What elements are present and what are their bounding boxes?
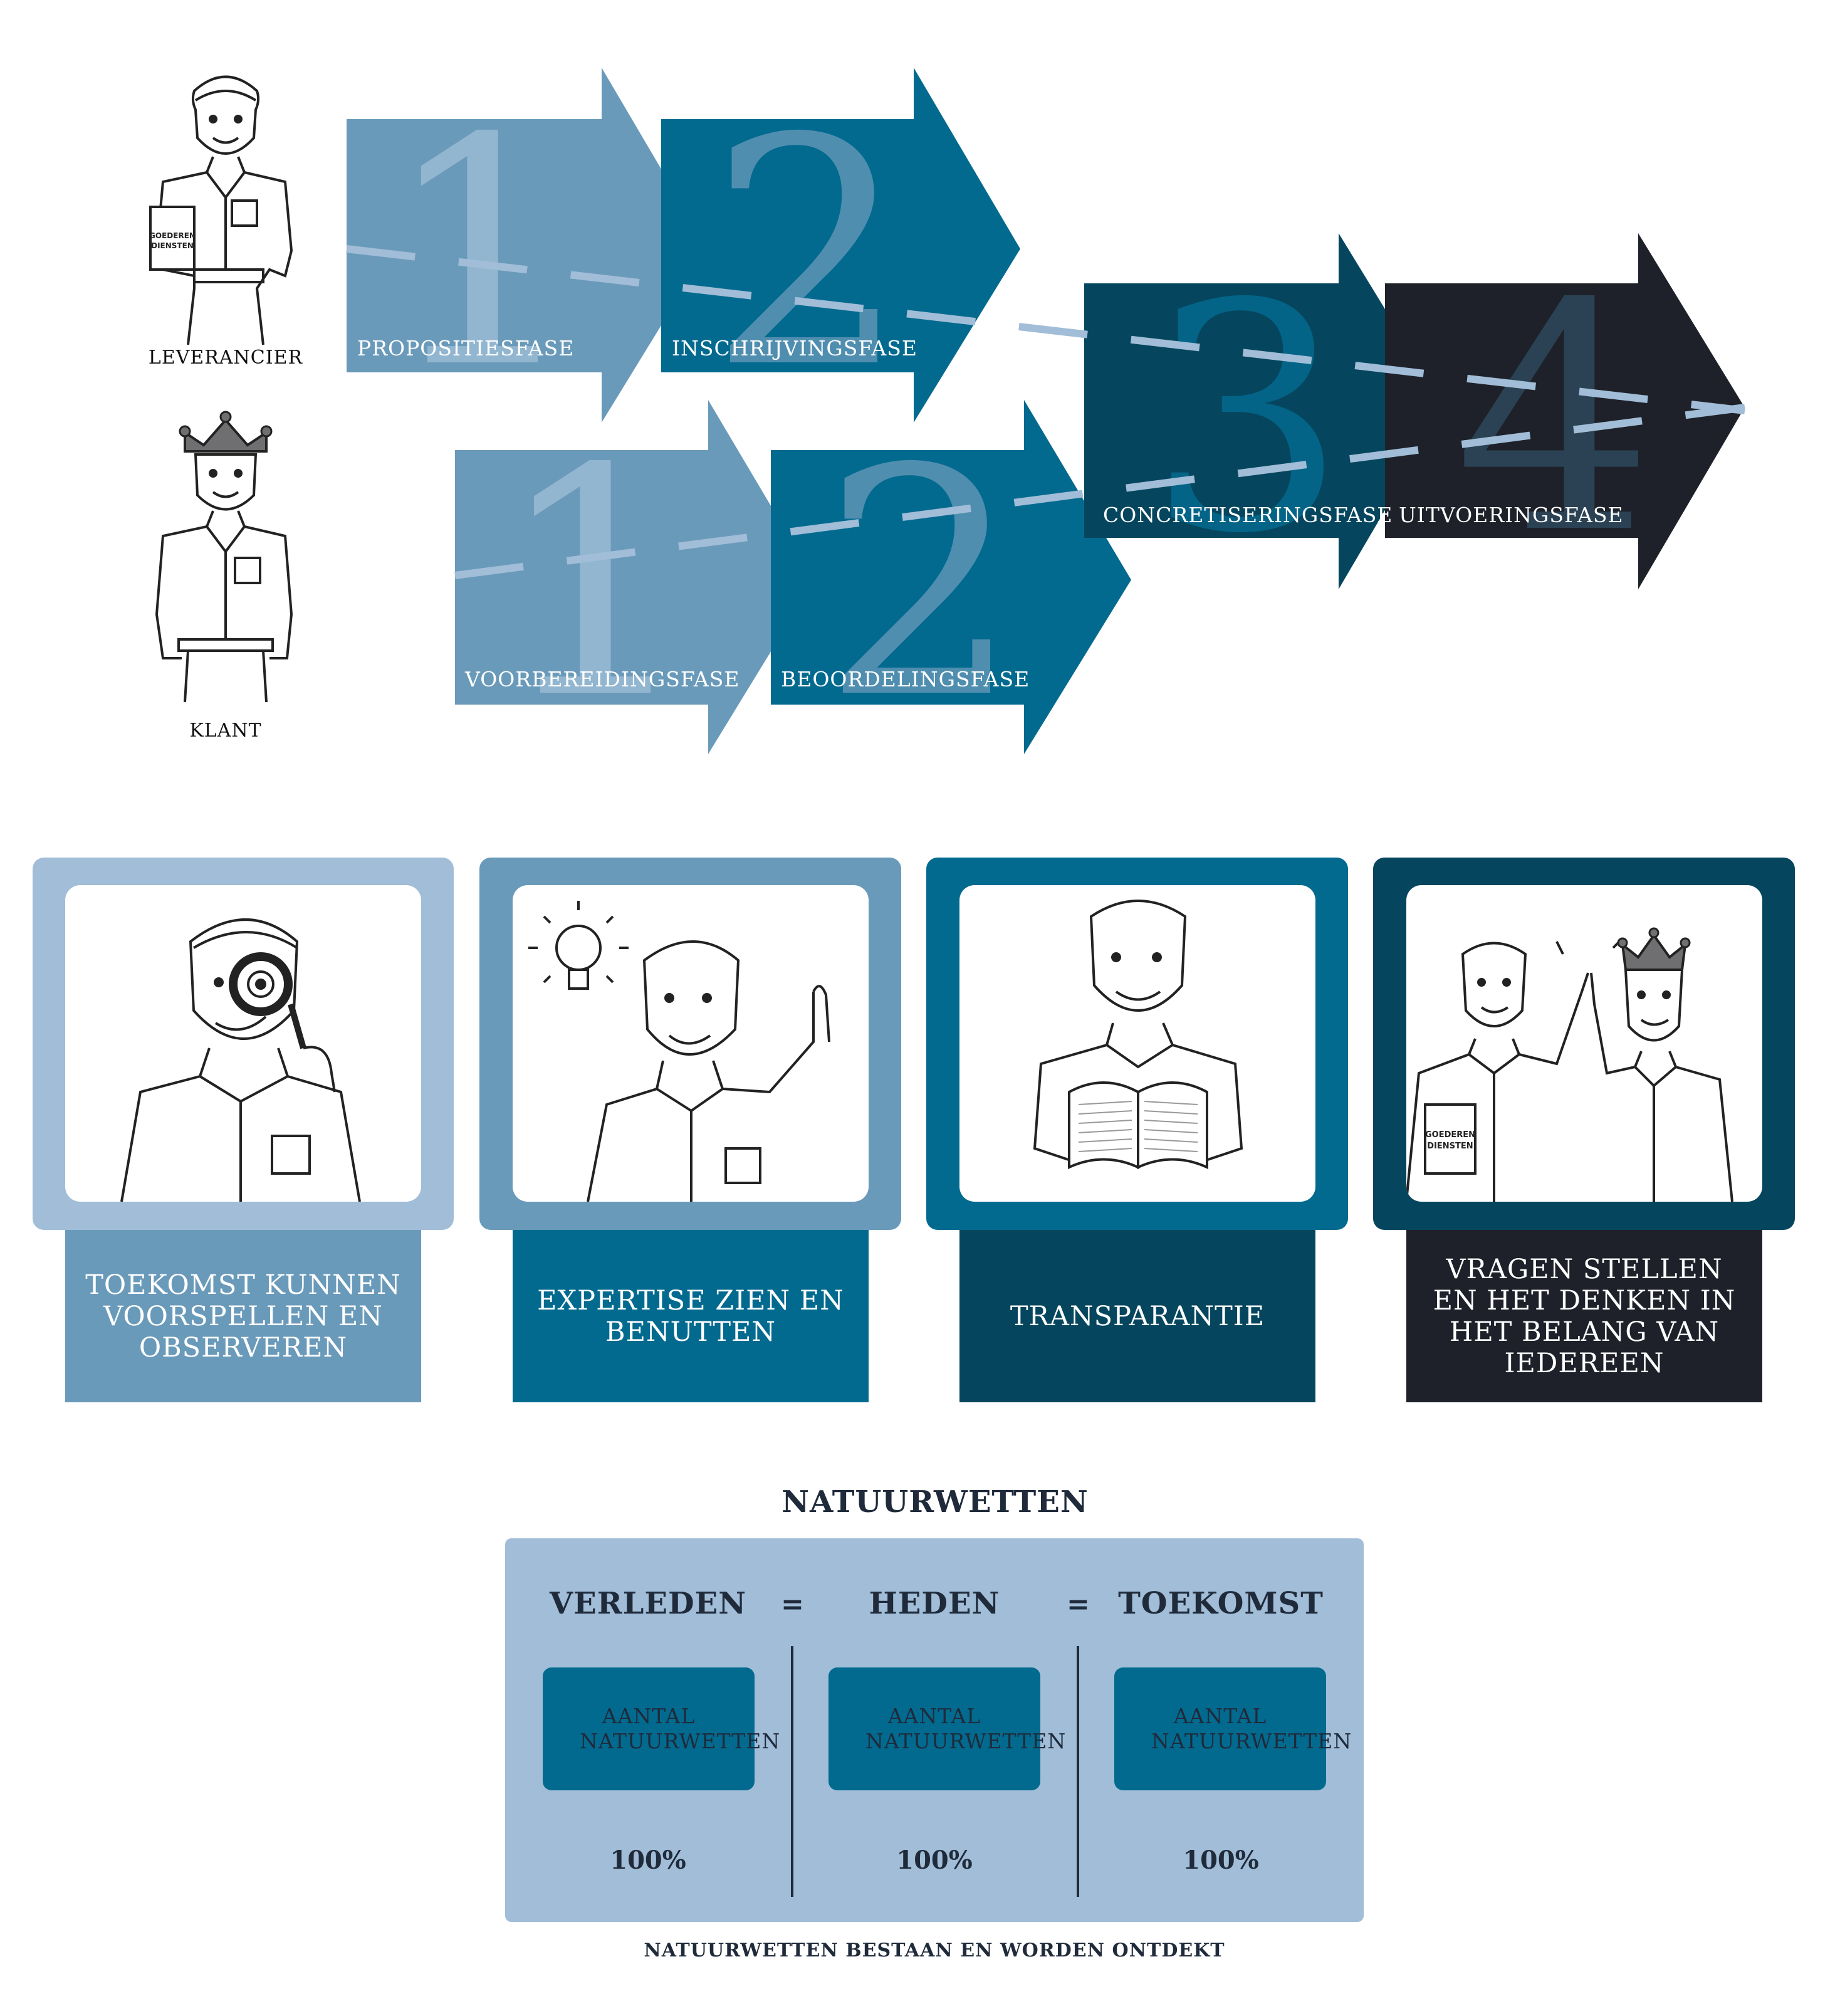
column-heading-heden: HEDEN — [869, 1586, 1000, 1621]
phase-arrow-uitvoeringsfase: 4 — [1385, 233, 1745, 602]
high-five-icon: GOEDEREN DIENSTEN — [1406, 927, 1733, 1202]
book-icon — [1068, 1081, 1208, 1170]
svg-text:DIENSTEN: DIENSTEN — [151, 241, 194, 250]
supplier-figure: GOEDEREN DIENSTEN — [149, 75, 293, 345]
phase-arrow-beoordelingsfase: 2 — [771, 400, 1131, 767]
column-divider — [791, 1646, 793, 1897]
card-2-illustration — [513, 885, 869, 1202]
aantal-natuurwetten-box: AANTAL NATUURWETTEN — [543, 1667, 780, 1790]
supplier-label: LEVERANCIER — [148, 347, 303, 369]
phase-label-voorbereidingsfase: VOORBEREIDINGSFASE — [465, 667, 740, 691]
card-3-illustration — [959, 885, 1315, 1202]
aantal-natuurwetten-box: AANTAL NATUURWETTEN — [828, 1667, 1065, 1790]
phase-number-2b: 2 — [822, 402, 1021, 767]
card-4-illustration: GOEDEREN DIENSTEN — [1406, 885, 1762, 1202]
natuurwetten-panel: VERLEDEN HEDEN TOEKOMST = = AANTAL NATUU… — [505, 1538, 1364, 1922]
phase-number-1: 1 — [383, 71, 582, 436]
goods-services-box: GOEDEREN DIENSTEN — [1424, 1103, 1477, 1175]
percentage-toekomst: 100% — [1183, 1845, 1259, 1875]
svg-text:GOEDEREN: GOEDEREN — [149, 231, 196, 240]
supplier-path-line — [346, 245, 1745, 414]
phase-arrow-propositiesfase: 1 — [347, 68, 708, 436]
phase-arrow-concretiseringsfase: 3 — [1084, 233, 1445, 602]
aantal-natuurwetten-box: AANTAL NATUURWETTEN — [1114, 1667, 1351, 1790]
card-3-caption: TRANSPARANTIE — [959, 1230, 1315, 1402]
card-4-caption: VRAGEN STELLEN EN HET DENKEN IN HET BELA… — [1406, 1230, 1762, 1402]
lightbulb-idea-person-icon — [528, 901, 830, 1202]
natuurwetten-footer: NATUURWETTEN BESTAAN EN WORDEN ONTDEKT — [644, 1940, 1225, 1961]
phase-label-inschrijvingsfase: INSCHRIJVINGSFASE — [672, 336, 917, 360]
open-book-person-icon — [1033, 900, 1243, 1170]
equals-sign: = — [781, 1588, 804, 1620]
client-path-line — [454, 404, 1745, 579]
client-figure — [155, 411, 293, 702]
column-divider — [1077, 1646, 1079, 1897]
svg-text:DIENSTEN: DIENSTEN — [1427, 1142, 1473, 1151]
phase-arrow-inschrijvingsfase: 2 — [661, 68, 1020, 436]
phase-label-beoordelingsfase: BEOORDELINGSFASE — [781, 667, 1030, 691]
process-diagram: 1 2 1 2 3 4 — [346, 68, 1745, 767]
phase-arrow-voorbereidingsfase: 1 — [455, 400, 815, 767]
goods-services-box: GOEDEREN DIENSTEN — [149, 206, 196, 271]
card-2-caption: EXPERTISE ZIEN EN BENUTTEN — [513, 1230, 869, 1402]
magnifying-glass-person-icon — [120, 918, 361, 1202]
phase-number-4: 4 — [1455, 237, 1654, 602]
phase-label-uitvoeringsfase: UITVOERINGSFASE — [1399, 503, 1624, 527]
column-heading-verleden: VERLEDEN — [549, 1586, 747, 1621]
card-1-caption: TOEKOMST KUNNEN VOORSPELLEN EN OBSERVERE… — [65, 1230, 421, 1402]
svg-text:GOEDEREN: GOEDEREN — [1425, 1130, 1475, 1140]
column-heading-toekomst: TOEKOMST — [1118, 1586, 1324, 1621]
phase-number-2: 2 — [709, 71, 908, 436]
phase-label-concretiseringsfase: CONCRETISERINGSFASE — [1103, 503, 1393, 527]
crown-icon — [179, 411, 273, 453]
percentage-heden: 100% — [896, 1845, 973, 1875]
phase-label-propositiesfase: PROPOSITIESFASE — [357, 336, 575, 360]
crown-icon — [1617, 927, 1691, 971]
phase-number-1b: 1 — [496, 402, 695, 767]
client-label: KLANT — [189, 720, 262, 742]
natuurwetten-title: NATUURWETTEN — [781, 1484, 1089, 1520]
percentage-verleden: 100% — [610, 1845, 686, 1875]
phase-number-3: 3 — [1147, 237, 1347, 602]
card-1-illustration — [65, 885, 421, 1202]
equals-sign: = — [1067, 1588, 1090, 1620]
